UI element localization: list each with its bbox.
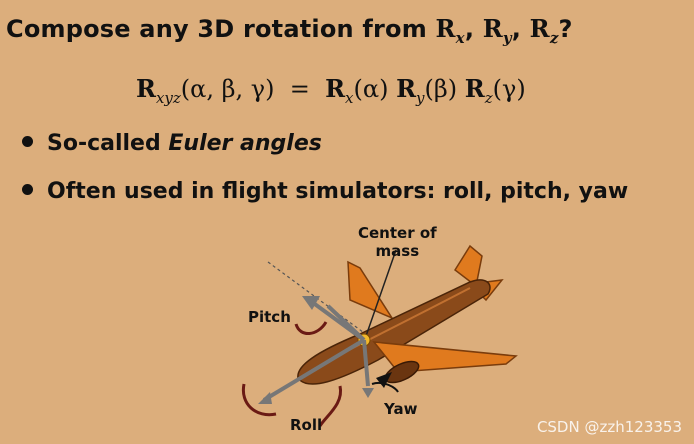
pitch-rotation-arrow	[294, 321, 328, 335]
pitch-label: Pitch	[248, 308, 291, 326]
roll-rotation-arrow	[241, 383, 277, 417]
tail-fin	[454, 244, 483, 288]
title-rx: Rx	[435, 14, 465, 47]
title-rz: Rz	[529, 14, 559, 47]
yaw-arrowhead	[376, 372, 392, 388]
slide-title: Compose any 3D rotation from Rx, Ry, Rz?	[6, 14, 573, 47]
rotation-axes	[262, 300, 370, 402]
rotation-formula: Rxyz(α, β, γ) = Rx(α) Ry(β) Rz(γ)	[136, 74, 526, 107]
bullet-euler-angles: So-called Euler angles	[22, 131, 322, 156]
bullet-dot-icon	[22, 183, 33, 195]
fuselage	[297, 279, 491, 385]
yaw-label: Yaw	[384, 400, 418, 418]
watermark: CSDN @zzh123353	[536, 418, 682, 436]
bullet-dot-icon	[22, 135, 33, 147]
center-of-mass-pointer	[365, 249, 397, 337]
yaw-rotation-arrow	[318, 385, 343, 427]
roll-label: Roll	[290, 416, 323, 434]
bullet-flight-simulators: Often used in flight simulators: roll, p…	[22, 179, 628, 204]
far-wing	[347, 260, 394, 320]
center-of-mass-label: Center of mass	[358, 224, 437, 260]
title-ry: Ry	[482, 14, 512, 47]
title-prefix: Compose any 3D rotation from	[6, 15, 436, 43]
